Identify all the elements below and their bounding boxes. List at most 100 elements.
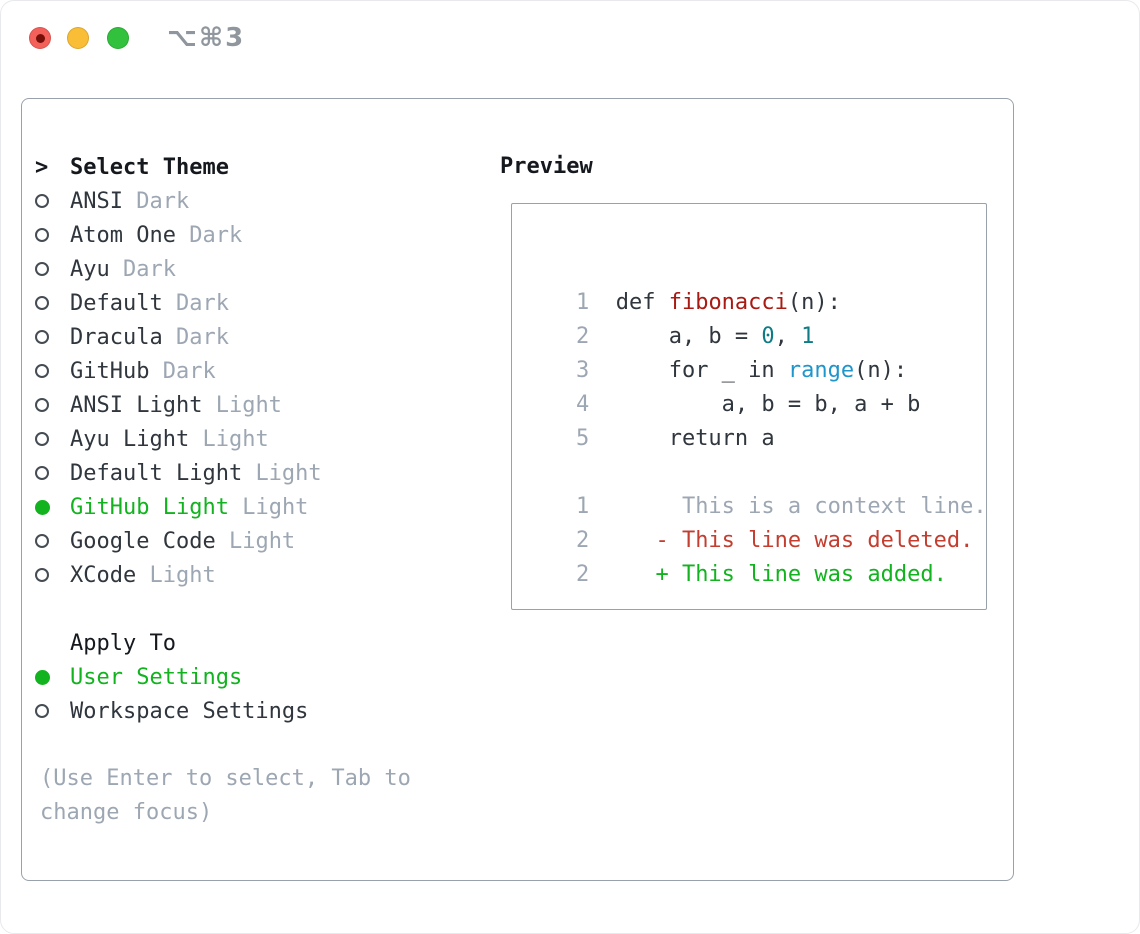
theme-name: Google Code (70, 528, 216, 554)
code-line: 2 a, b = 0, 1 (523, 286, 976, 349)
theme-variant-badge: Dark (175, 324, 229, 350)
theme-option-ayu[interactable]: Ayu Dark (35, 252, 322, 286)
theme-variant-badge: Light (149, 562, 216, 588)
radio-icon (35, 296, 49, 310)
theme-list: > Select Theme ANSI Dark Atom One Dark A… (35, 150, 322, 592)
window-title: ⌥⌘3 (167, 23, 246, 53)
close-button[interactable] (29, 27, 51, 49)
code-line: 4 a, b = b, a + b (523, 354, 976, 417)
theme-name: Default (70, 290, 163, 316)
theme-name: GitHub (70, 358, 150, 384)
radio-icon (35, 534, 49, 548)
apply-option-workspace-settings[interactable]: Workspace Settings (35, 694, 308, 728)
select-theme-header: > Select Theme (35, 150, 322, 184)
line-number: 1 (575, 494, 590, 519)
radio-icon (35, 568, 49, 582)
theme-name: Dracula (70, 324, 163, 350)
theme-option-ansi-light[interactable]: ANSI Light Light (35, 388, 322, 422)
theme-option-google-code[interactable]: Google Code Light (35, 524, 322, 558)
apply-to-section: Apply To User Settings Workspace Setting… (35, 626, 308, 728)
code-line: 1 This is a context line. (523, 456, 986, 519)
theme-option-xcode[interactable]: XCode Light (35, 558, 322, 592)
radio-icon (35, 398, 49, 412)
theme-option-github-light[interactable]: GitHub Light Light (35, 490, 322, 524)
code-segment-plain: , (774, 324, 802, 349)
radio-icon (35, 364, 49, 378)
theme-variant-badge: Light (255, 460, 322, 486)
theme-name: Default Light (70, 460, 243, 486)
minimize-button[interactable] (67, 27, 89, 49)
theme-option-ayu-light[interactable]: Ayu Light Light (35, 422, 322, 456)
theme-variant-badge: Dark (175, 290, 229, 316)
code-line: 1 def fibonacci(n): (523, 252, 976, 315)
theme-name: GitHub Light (70, 494, 229, 520)
radio-selected-icon (35, 669, 50, 685)
code-segment-plain: return a (615, 426, 775, 451)
theme-name: Ayu Light (70, 426, 190, 452)
radio-icon (35, 432, 49, 446)
line-number: 2 (575, 324, 590, 349)
code-segment-num: 0 (761, 324, 775, 349)
code-line: 2 + This line was added. (523, 524, 976, 587)
help-text: (Use Enter to select, Tab to change focu… (40, 766, 411, 825)
code-segment-num: 1 (801, 324, 815, 349)
theme-option-default[interactable]: Default Dark (35, 286, 322, 320)
code-segment-plain: def (615, 290, 669, 315)
theme-variant-badge: Dark (136, 188, 190, 214)
radio-icon (35, 262, 49, 276)
code-line: 2 - This line was deleted. (523, 490, 976, 553)
line-number: 4 (575, 392, 590, 417)
preview-title: Preview (500, 154, 593, 179)
theme-name: Ayu (70, 256, 110, 282)
line-number: 2 (575, 562, 590, 587)
line-number: 2 (575, 528, 590, 553)
cursor-icon: > (35, 154, 49, 180)
radio-icon (35, 228, 49, 242)
code-segment-func: fibonacci (668, 290, 788, 315)
code-segment-builtin: range (787, 358, 855, 383)
code-segment-ctx: This is a context line. (615, 494, 987, 519)
theme-variant-badge: Dark (123, 256, 176, 282)
theme-variant-badge: Light (215, 392, 282, 418)
code-segment-del: - This line was deleted. (615, 528, 974, 553)
radio-icon (35, 704, 49, 718)
line-number: 3 (575, 358, 590, 383)
theme-option-default-light[interactable]: Default Light Light (35, 456, 322, 490)
theme-variant-badge: Light (202, 426, 269, 452)
code-segment-plain: a, b = (615, 324, 762, 349)
theme-variant-badge: Light (242, 494, 309, 520)
code-line: 3 for _ in range(n): (523, 320, 976, 383)
theme-option-github[interactable]: GitHub Dark (35, 354, 322, 388)
line-number: 5 (575, 426, 590, 451)
theme-option-ansi[interactable]: ANSI Dark (35, 184, 322, 218)
apply-to-header: Apply To (35, 626, 308, 660)
radio-icon (35, 330, 49, 344)
code-segment-plain: for _ in (615, 358, 788, 383)
code-segment-plain: a, b = b, a + b (615, 392, 921, 417)
theme-variant-badge: Light (228, 528, 296, 554)
select-theme-title: Select Theme (70, 154, 229, 180)
close-dot-icon (35, 33, 45, 43)
code-line: 5 return a (523, 388, 976, 451)
theme-name: ANSI (70, 188, 123, 214)
theme-variant-badge: Dark (189, 222, 243, 248)
line-number: 1 (575, 290, 590, 315)
theme-option-atom-one[interactable]: Atom One Dark (35, 218, 322, 252)
maximize-button[interactable] (107, 27, 129, 49)
radio-icon (35, 194, 49, 208)
code-segment-plain: (n): (787, 290, 841, 315)
theme-name: Atom One (70, 222, 176, 248)
code-segment-plain: (n): (854, 358, 908, 383)
theme-name: ANSI Light (70, 392, 203, 418)
theme-picker-panel: > Select Theme ANSI Dark Atom One Dark A… (21, 98, 1014, 881)
titlebar: ⌥⌘3 (1, 1, 1139, 75)
theme-option-dracula[interactable]: Dracula Dark (35, 320, 322, 354)
theme-variant-badge: Dark (162, 358, 216, 384)
radio-icon (35, 466, 49, 480)
code-segment-add: + This line was added. (615, 562, 947, 587)
theme-name: XCode (70, 562, 137, 588)
cursor-marker: > (35, 155, 70, 180)
apply-option-user-settings[interactable]: User Settings (35, 660, 308, 694)
